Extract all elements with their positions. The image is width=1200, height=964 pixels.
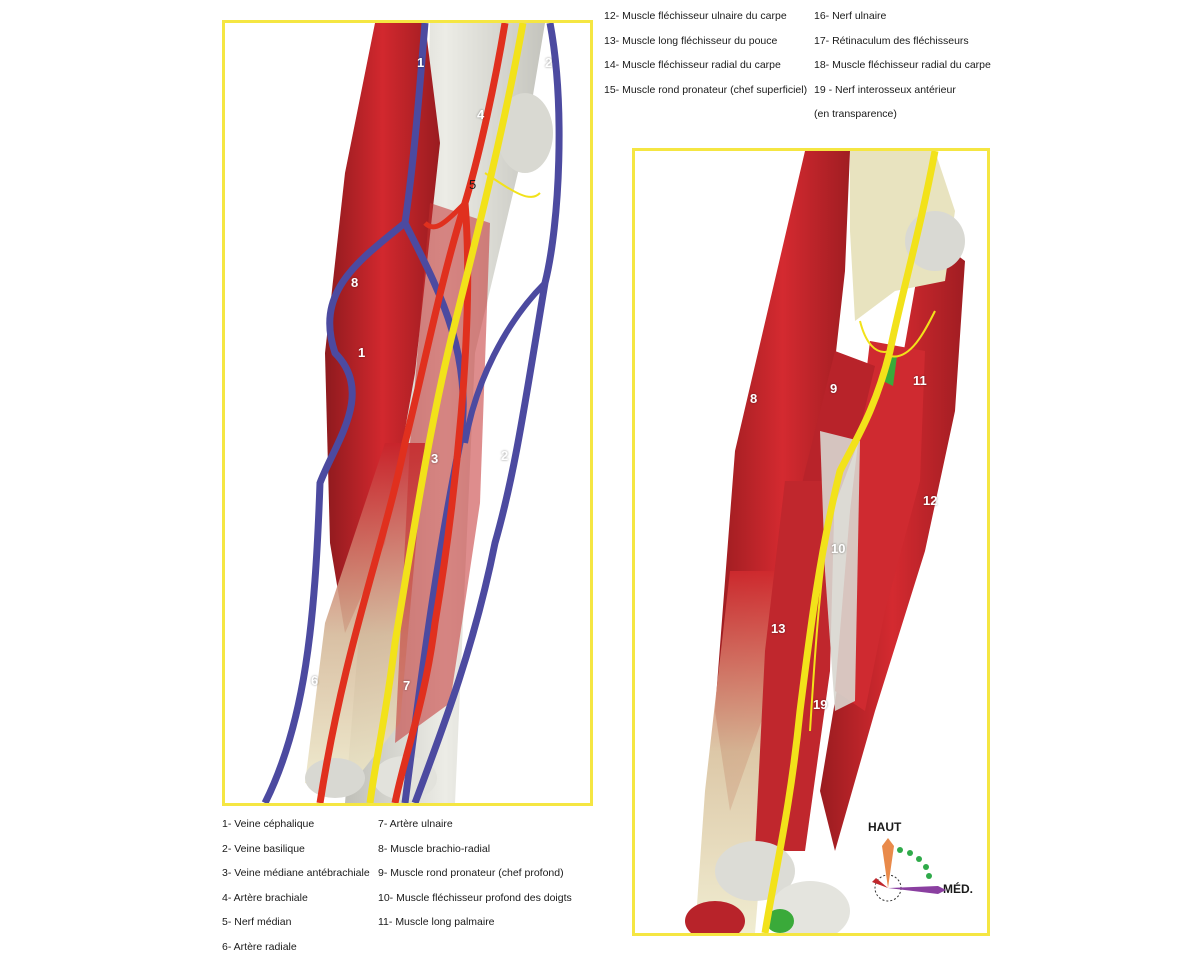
basilic-vein [411,23,563,803]
label-5-median-nerve: 5 [469,177,477,192]
artery-branch [423,201,467,230]
label-19-ain: 19 [813,697,828,712]
forearm-muscles-illustration [635,151,987,933]
label-8-brachioradialis: 8 [351,275,359,290]
legend-item: 6- Artère radiale [222,940,297,953]
legend-bottom-col1: 1- Veine céphalique 2- Veine basilique 3… [222,812,370,959]
label-1-cephalic-mid: 1 [358,345,366,360]
legend-item: 3- Veine médiane antébrachiale [222,867,370,879]
legend-item: 11- Muscle long palmaire [378,916,495,928]
legend-item: 18- Muscle fléchisseur radial du carpe [814,59,991,71]
nerve-branch [859,320,891,353]
legend-bottom-col2: 7- Artère ulnaire 8- Muscle brachio-radi… [378,812,572,935]
label-2-basilic-mid: 2 [501,448,509,463]
nerve-branch [484,172,541,198]
label-9-pronator-deep: 9 [830,381,838,396]
legend-item: 9- Muscle rond pronateur (chef profond) [378,867,564,879]
nerve-branch [889,310,936,358]
legend-item: 19 - Nerf interosseux antérieur [814,83,956,96]
legend-top-col1: 12- Muscle fléchisseur ulnaire du carpe … [604,4,807,102]
label-3-median-vein: 3 [431,451,439,466]
label-8-brachioradialis: 8 [750,391,758,406]
legend-top-col2: 16- Nerf ulnaire 17- Rétinaculum des flé… [814,4,991,127]
green-marker [766,909,794,933]
median-nerve [366,23,527,803]
legend-item: 15- Muscle rond pronateur (chef superfic… [604,83,808,96]
legend-item: 2- Veine basilique [222,842,305,855]
label-1-cephalic-top: 1 [417,55,425,70]
flexor-pollicis-longus [755,481,835,851]
legend-item: 12- Muscle fléchisseur ulnaire du carpe [604,10,787,22]
legend-item: 16- Nerf ulnaire [814,10,887,22]
legend-item: 1- Veine céphalique [222,818,315,830]
thenar-muscle [685,901,745,933]
compass-up-label: HAUT [868,820,902,834]
radial-artery [316,23,509,803]
legend-item: 14- Muscle fléchisseur radial du carpe [604,59,781,71]
legend-item: 10- Muscle fléchisseur profond des doigt… [378,891,572,904]
label-4-brachial-artery: 4 [477,107,485,122]
compass-arrows-icon [872,838,946,902]
communicating-vein [462,280,548,444]
cephalic-vein [261,23,429,803]
label-11-palmaris-longus: 11 [913,373,927,388]
label-7-ulnar-artery: 7 [403,678,411,693]
elbow-condyle [497,93,553,173]
label-10-fdp: 10 [831,541,846,556]
left-anatomy-panel: 1 2 4 5 8 1 3 2 6 7 [222,20,593,806]
right-anatomy-panel: 9 11 8 12 10 13 19 [632,148,990,936]
legend-item: 7- Artère ulnaire [378,818,453,830]
wrist-bone [305,758,365,798]
legend-item: (en transparence) [814,108,897,120]
label-12-fcu: 12 [923,493,938,508]
orientation-compass: HAUT MÉD. [858,820,988,910]
label-2-basilic-top: 2 [545,55,553,70]
legend-item: 4- Artère brachiale [222,891,308,904]
palmaris-longus [835,341,925,711]
label-6-radial-artery: 6 [311,673,319,688]
anterior-interosseous-nerve [809,480,836,732]
legend-item: 8- Muscle brachio-radial [378,842,491,855]
legend-item: 17- Rétinaculum des fléchisseurs [814,34,969,47]
label-13-fpl: 13 [771,621,786,636]
legend-item: 5- Nerf médian [222,916,292,928]
median-nerve [761,151,939,933]
legend-item: 13- Muscle long fléchisseur du pouce [604,34,778,47]
forearm-vessels-illustration [261,23,563,803]
compass-medial-label: MÉD. [943,882,973,896]
ulnar-artery [391,202,472,803]
